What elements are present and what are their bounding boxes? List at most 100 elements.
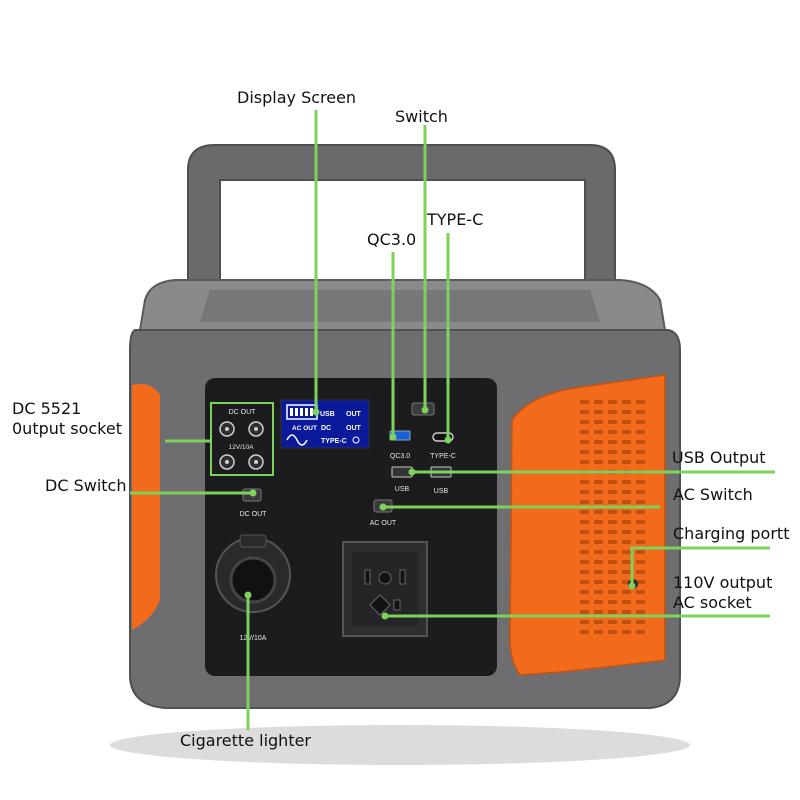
lcd-dc-text: DC (321, 425, 331, 432)
vent-slot (622, 500, 631, 504)
dc5521-socket-group (210, 402, 274, 476)
lcd-ac-out-text: AC OUT (292, 425, 317, 432)
vent-slot (608, 510, 617, 514)
vent-slot (608, 540, 617, 544)
lcd-type-c-text: TYPE-C (321, 438, 347, 445)
vent-slot (580, 430, 589, 434)
vent-slot (622, 450, 631, 454)
callout-dc-switch: DC Switch (45, 476, 127, 495)
panel-dc-rating-label: 12V/10A (229, 444, 255, 451)
floor-shadow (110, 725, 690, 765)
vent-slot (580, 610, 589, 614)
vent-slot (622, 510, 631, 514)
vent-slot (580, 460, 589, 464)
vent-slot (622, 490, 631, 494)
callout-ac-socket-line2: AC socket (673, 593, 752, 612)
callout-dc5521-line2: 0utput socket (12, 419, 122, 438)
vent-slot (608, 500, 617, 504)
vent-slot (594, 460, 603, 464)
vent-slot (622, 420, 631, 424)
vent-slot (594, 630, 603, 634)
vent-slot (636, 440, 645, 444)
vent-slot (580, 500, 589, 504)
callout-leader-lines (130, 110, 775, 730)
panel-ac-out-label: AC OUT (370, 520, 397, 527)
vent-slot (636, 480, 645, 484)
vent-slot (594, 610, 603, 614)
vent-slot (594, 420, 603, 424)
vent-slot (594, 530, 603, 534)
vent-slot (580, 420, 589, 424)
vent-slot (608, 410, 617, 414)
vent-slot (622, 590, 631, 594)
vent-slot (594, 510, 603, 514)
vent-slot (636, 410, 645, 414)
lcd-out-text-1: OUT (346, 411, 362, 418)
vent-slot (608, 560, 617, 564)
vent-slot (622, 520, 631, 524)
vent-slot (608, 480, 617, 484)
vent-slot (594, 570, 603, 574)
left-orange-side-panel (132, 383, 160, 630)
vent-slot (580, 410, 589, 414)
vent-slot (580, 510, 589, 514)
vent-slot (594, 580, 603, 584)
vent-slot (622, 530, 631, 534)
vent-slot (580, 440, 589, 444)
vent-slot (622, 570, 631, 574)
vent-slot (580, 490, 589, 494)
cigarette-lighter-socket[interactable] (229, 556, 277, 604)
vent-slot (622, 560, 631, 564)
vent-slot (622, 550, 631, 554)
vent-slot (636, 550, 645, 554)
vent-slot (580, 480, 589, 484)
vent-slot (594, 600, 603, 604)
vent-slot (636, 570, 645, 574)
lcd-out-text-2: OUT (346, 425, 362, 432)
vent-slot (608, 490, 617, 494)
vent-slot (580, 630, 589, 634)
vent-slot (636, 460, 645, 464)
vent-slot (594, 440, 603, 444)
vent-slot (594, 490, 603, 494)
vent-slot (636, 590, 645, 594)
panel-cig-rating-label: 12V/10A (240, 635, 267, 642)
panel-qc30-label: QC3.0 (390, 453, 410, 460)
lcd-usb-text: USB (320, 411, 335, 418)
vent-slot (636, 510, 645, 514)
vent-slot (636, 400, 645, 404)
vent-slot (580, 600, 589, 604)
vent-slot (608, 440, 617, 444)
vent-slot (594, 560, 603, 564)
vent-slot (636, 450, 645, 454)
carry-handle (187, 144, 616, 301)
callout-dc5521-line1: DC 5521 (12, 399, 82, 418)
vent-slot (622, 410, 631, 414)
callout-cigarette-lighter: Cigarette lighter (180, 731, 312, 750)
vent-slot (636, 430, 645, 434)
vent-slot (580, 520, 589, 524)
vent-slot (636, 490, 645, 494)
vent-slot (608, 430, 617, 434)
vent-slot (636, 580, 645, 584)
lcd-wave-icon (286, 434, 308, 446)
vent-slot (622, 430, 631, 434)
vent-slot (580, 450, 589, 454)
vent-slot (594, 480, 603, 484)
vent-slot (636, 600, 645, 604)
vent-slot (594, 500, 603, 504)
vent-slot (594, 400, 603, 404)
callout-switch: Switch (395, 107, 448, 126)
vent-slot (636, 540, 645, 544)
vent-slot (622, 620, 631, 624)
vent-slot (580, 620, 589, 624)
vent-slot (594, 410, 603, 414)
vent-slot (608, 600, 617, 604)
vent-slot (608, 400, 617, 404)
vent-slot (608, 620, 617, 624)
vent-slot (608, 450, 617, 454)
vent-slot (608, 570, 617, 574)
vent-slot (622, 400, 631, 404)
vent-slot (594, 590, 603, 594)
vent-slot (636, 500, 645, 504)
